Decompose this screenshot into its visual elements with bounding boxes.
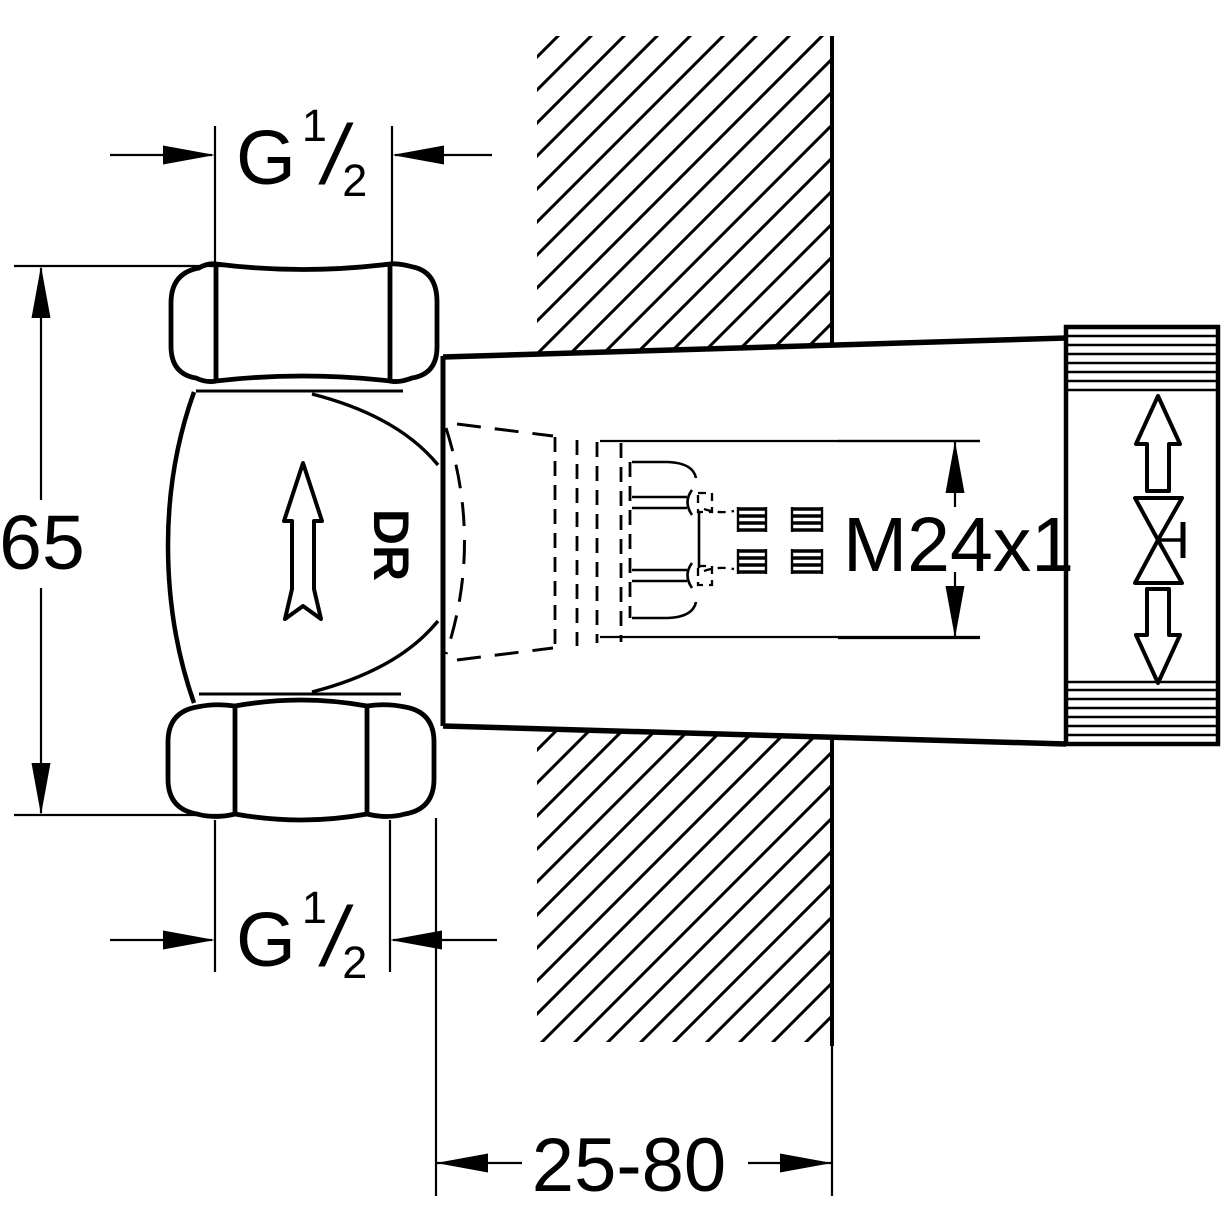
spindle-thread-label: M24x1 <box>843 502 1074 588</box>
thread-block-a-bottom <box>736 549 768 574</box>
hex-nut-bottom-facets <box>232 707 370 813</box>
wall-hatch-upper <box>537 36 832 353</box>
dimension-body-height: 65 <box>0 264 245 817</box>
hex-nut-top <box>168 261 440 384</box>
up-arrow-icon <box>1134 394 1182 493</box>
spindle-assembly <box>456 422 980 662</box>
body-left-edge <box>165 391 197 704</box>
wall-section <box>537 36 834 1046</box>
valve-body: DR <box>165 261 466 823</box>
spindle-thread-section <box>736 507 824 574</box>
thread-block-b-top <box>790 507 824 532</box>
body-height-label: 65 <box>0 500 85 586</box>
down-arrow-icon <box>1134 587 1182 685</box>
valve-bowtie-icon <box>1133 496 1184 585</box>
wall-hatch-lower <box>537 729 832 1042</box>
thread-block-b-bottom <box>790 549 824 574</box>
body-sphere-hidden-arc <box>444 427 466 655</box>
flow-direction-arrow-icon <box>282 461 324 621</box>
body-sphere-arc-bottom <box>311 619 440 694</box>
handle-knob <box>1063 324 1221 747</box>
flow-marking-label: DR <box>363 509 419 581</box>
knurl-band-top <box>1066 334 1218 392</box>
knurl-band-bottom <box>1066 680 1218 737</box>
thread-block-a-top <box>736 507 768 532</box>
hex-nut-bottom <box>165 697 437 823</box>
valve-open-close-symbol-icon <box>1133 394 1186 685</box>
installation-depth-label: 25-80 <box>532 1123 726 1208</box>
hex-nut-top-facets <box>213 265 393 380</box>
body-sphere-arc-top <box>311 392 440 467</box>
dimension-installation-depth: 25-80 <box>434 818 834 1208</box>
dimension-spindle-thread: M24x1 <box>838 439 1074 640</box>
